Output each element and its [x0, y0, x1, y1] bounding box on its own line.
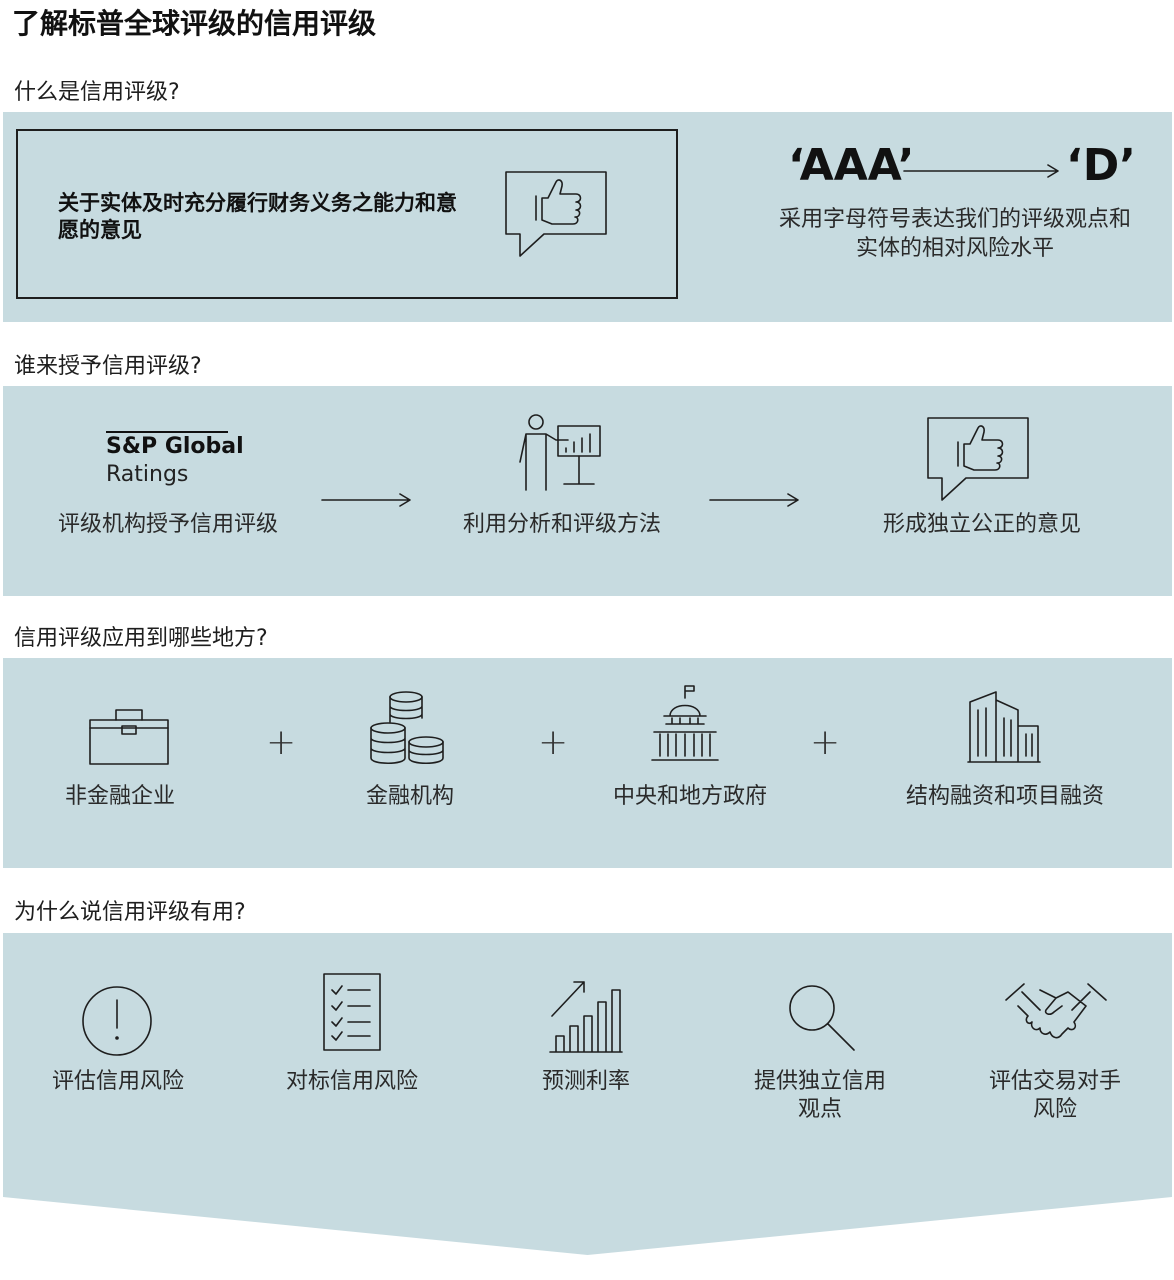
section2-question: 谁来授予信用评级? [14, 354, 202, 379]
benefit-label-counterparty: 评估交易对手 风险 [955, 1068, 1155, 1124]
benefit-label-interest: 预测利率 [486, 1068, 686, 1096]
section2-panel [3, 386, 1172, 596]
sp-global-logo: S&P Global [106, 434, 244, 459]
section4-panel [3, 933, 1172, 1255]
plus-sign: + [266, 722, 297, 763]
arrow-right-icon [321, 493, 411, 507]
benefit-label-benchmark: 对标信用风险 [252, 1068, 452, 1096]
step-label-analysis: 利用分析和评级方法 [462, 512, 661, 537]
section3-question: 信用评级应用到哪些地方? [14, 626, 268, 651]
use-label-financials: 金融机构 [365, 784, 454, 809]
benefit-line1: 预测利率 [541, 1069, 630, 1094]
coins-icon [370, 691, 444, 765]
benefit-line1: 评估信用风险 [51, 1069, 184, 1094]
benefit-line2: 观点 [797, 1097, 842, 1122]
benefit-line1: 提供独立信用 [753, 1069, 886, 1094]
use-label-corporates: 非金融企业 [64, 784, 175, 809]
benefit-label-independent-view: 提供独立信用 观点 [720, 1068, 920, 1124]
benefit-line1: 评估交易对手 [988, 1069, 1121, 1094]
capitol-building-icon [651, 685, 719, 761]
definition-text: 关于实体及时充分履行财务义务之能力和意愿的意见 [58, 191, 457, 242]
logo-ratings: Ratings [106, 462, 189, 487]
checklist-icon [323, 973, 381, 1051]
benefit-label-assess-risk: 评估信用风险 [18, 1068, 218, 1096]
logo-rule [106, 431, 228, 433]
exclamation-circle-icon [82, 986, 152, 1056]
step-label-agency: 评级机构授予信用评级 [57, 512, 278, 537]
scale-from: ‘AAA’ [788, 140, 915, 191]
magnifier-icon [789, 985, 855, 1051]
section1-panel [3, 112, 1172, 322]
plus-sign: + [538, 722, 569, 763]
scale-desc-line2: 实体的相对风险水平 [855, 236, 1054, 261]
handshake-icon [1005, 983, 1107, 1039]
benefit-line2: 风险 [1032, 1097, 1077, 1122]
thumbs-up-speech-icon [927, 417, 1029, 501]
page-title: 了解标普全球评级的信用评级 [12, 7, 377, 40]
use-label-governments: 中央和地方政府 [612, 784, 767, 809]
section1-question: 什么是信用评级? [14, 80, 180, 105]
buildings-icon [967, 691, 1041, 763]
benefit-line1: 对标信用风险 [285, 1069, 418, 1094]
arrow-right-icon [903, 164, 1059, 178]
step-label-opinion: 形成独立公正的意见 [882, 512, 1081, 537]
growth-chart-icon [549, 981, 623, 1053]
definition-box [16, 129, 678, 299]
section4-question: 为什么说信用评级有用? [14, 900, 246, 925]
use-label-structured: 结构融资和项目融资 [905, 784, 1104, 809]
plus-sign: + [810, 722, 841, 763]
briefcase-icon [89, 709, 169, 765]
scale-desc-line1: 采用字母符号表达我们的评级观点和 [778, 207, 1131, 232]
scale-description: 采用字母符号表达我们的评级观点和 实体的相对风险水平 [740, 205, 1170, 263]
scale-to: ‘D’ [1066, 140, 1136, 191]
arrow-right-icon [709, 493, 799, 507]
section3-panel [3, 658, 1172, 868]
thumbs-up-speech-icon [505, 171, 607, 257]
presenter-chart-icon [519, 414, 601, 491]
